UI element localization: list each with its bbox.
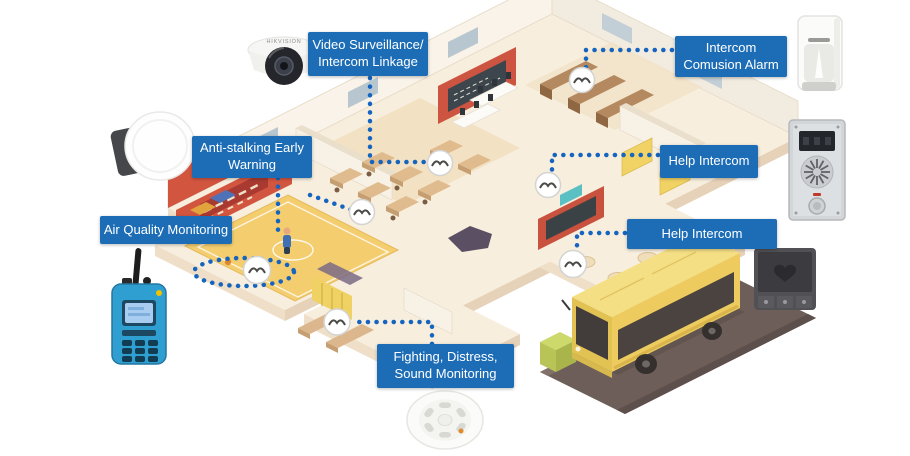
callout-video-surveillance-intercom-linkage: Video Surveillance/ Intercom Linkage: [308, 32, 428, 76]
pir-motion-sensor-image: [790, 12, 854, 109]
dotted-connector: [307, 192, 355, 213]
callout-label: Comusion Alarm: [683, 56, 779, 72]
callout-label: Warning: [228, 157, 276, 172]
library: [525, 42, 706, 171]
dotted-connector: [583, 47, 675, 73]
callout-help-intercom-upper: Help Intercom: [660, 145, 758, 178]
callout-label: Help Intercom: [668, 153, 750, 169]
heart-icon: [774, 264, 796, 282]
person-figure: [283, 227, 291, 254]
teal-sign: [560, 184, 582, 206]
audio-sensor-node: [568, 66, 596, 94]
dotted-connector: [574, 230, 628, 255]
callout-label: Fighting, Distress,: [393, 349, 498, 365]
speaker-grille: [804, 159, 830, 185]
callout-label: Intercom: [705, 40, 757, 55]
school-bus: [561, 233, 745, 378]
locker-room: [298, 276, 453, 353]
sensor-nodes: [242, 66, 596, 336]
piano: [448, 226, 492, 252]
cafeteria: [538, 184, 659, 284]
audio-sensor-node: [348, 198, 376, 226]
callout-label: Video Surveillance/: [312, 37, 424, 53]
audio-sensor-node: [426, 149, 454, 177]
audio-sensor-node: [242, 255, 272, 285]
dotted-connector: [367, 75, 431, 165]
camera-brand-text: HIKVISION: [266, 39, 301, 45]
monitoring-zone-ellipse: [191, 255, 297, 289]
chalkboard: [448, 60, 506, 112]
computer-lab: [451, 72, 519, 129]
window: [448, 27, 478, 58]
window: [602, 13, 632, 44]
callout-intercom-intrusion-alarm: Intercom Comusion Alarm: [675, 36, 787, 78]
audio-sensor-node: [558, 249, 588, 279]
dotted-connector: [351, 319, 435, 347]
detector-vents: [424, 402, 466, 438]
callout-air-quality-monitoring: Air Quality Monitoring: [100, 216, 232, 244]
callout-help-intercom-lower: Help Intercom: [627, 219, 777, 249]
callout-label: Air Quality Monitoring: [103, 221, 229, 237]
callout-label: Anti-stalking Early: [199, 140, 305, 156]
callout-fighting-distress-sound-monitoring: Fighting, Distress, Sound Monitoring: [377, 344, 514, 388]
smoke-detector-image: [404, 388, 486, 455]
radio-keypad: [122, 340, 158, 362]
two-way-radio-image: [100, 248, 180, 373]
dotted-connector: [549, 152, 661, 175]
door-intercom-panel-image: [786, 118, 848, 229]
ceiling-speaker-image: [108, 106, 200, 193]
bus-windows: [618, 272, 734, 360]
wall-control-panel-image: [752, 246, 818, 319]
detector-led: [458, 428, 464, 434]
audio-sensor-node: [534, 171, 562, 199]
audio-sensor-node: [323, 308, 351, 336]
menu-board: [546, 196, 596, 240]
dotted-connectors: [191, 47, 675, 347]
bus-windshield: [576, 306, 608, 360]
radio-antenna: [132, 248, 142, 286]
callout-label: Help Intercom: [661, 225, 743, 241]
callout-anti-stalking-early-warning: Anti-stalking Early Warning: [192, 136, 312, 178]
callout-label: Intercom Linkage: [318, 54, 418, 69]
callout-label: Sound Monitoring: [394, 366, 497, 381]
kiosk: [540, 332, 576, 372]
